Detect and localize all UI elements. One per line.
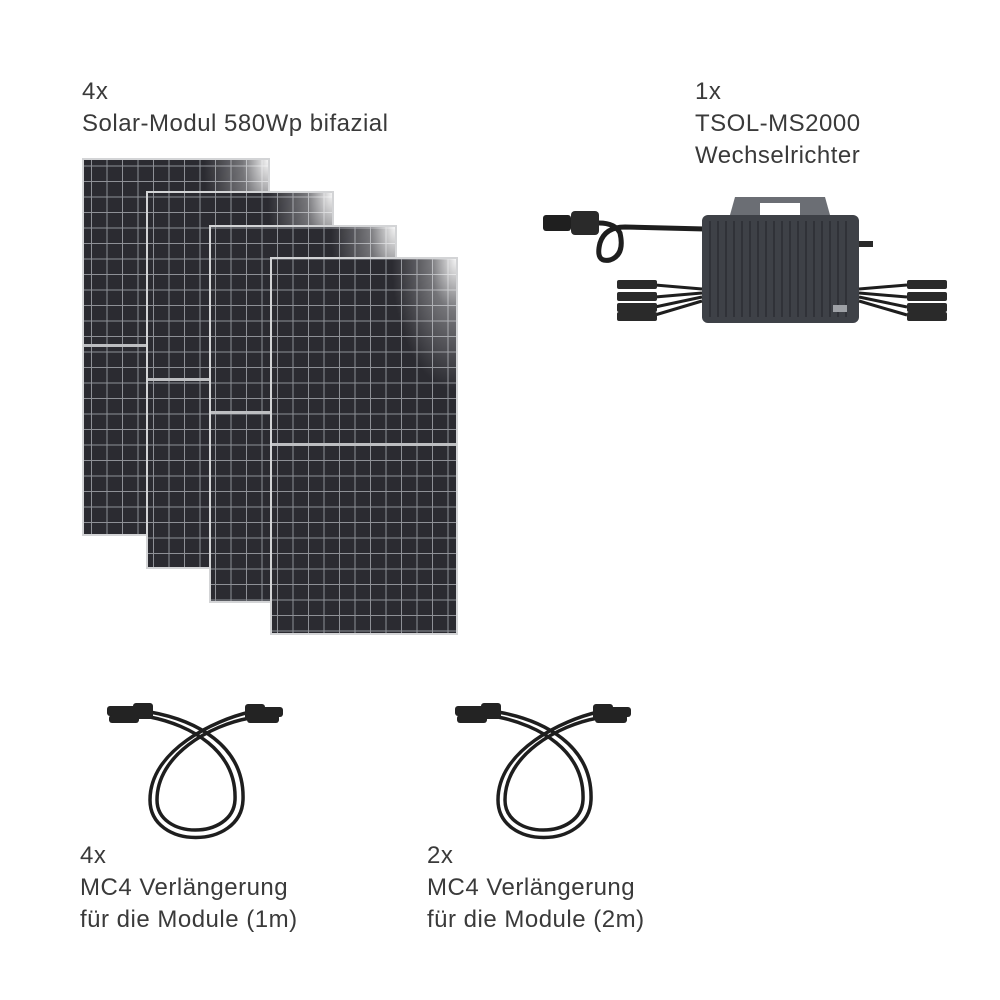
cable-1m-detail: für die Module (1m) bbox=[80, 906, 298, 933]
solar-panel-icon bbox=[82, 158, 458, 635]
cable-1m-caption: 4x MC4 Verlängerung für die Module (1m) bbox=[80, 840, 298, 936]
cable-1m-name: MC4 Verlängerung bbox=[80, 874, 289, 901]
solar-panels-image bbox=[60, 150, 480, 650]
panels-caption: 4x Solar-Modul 580Wp bifazial bbox=[82, 76, 388, 140]
inverter-icon bbox=[543, 197, 947, 323]
inverter-type: Wechselrichter bbox=[695, 142, 861, 169]
cable-2m-image bbox=[443, 690, 638, 850]
cable-2m-quantity: 2x bbox=[427, 842, 454, 869]
cable-1m-quantity: 4x bbox=[80, 842, 107, 869]
cable-2m-caption: 2x MC4 Verlängerung für die Module (2m) bbox=[427, 840, 645, 936]
cable-2m-detail: für die Module (2m) bbox=[427, 906, 645, 933]
cable-icon bbox=[107, 703, 283, 840]
inverter-model: TSOL-MS2000 bbox=[695, 110, 861, 137]
cable-2m-name: MC4 Verlängerung bbox=[427, 874, 636, 901]
cable-1m-image bbox=[95, 690, 290, 850]
cable-icon bbox=[455, 703, 631, 840]
inverter-quantity: 1x bbox=[695, 78, 722, 105]
panels-name: Solar-Modul 580Wp bifazial bbox=[82, 110, 389, 137]
solar-panel-4 bbox=[270, 257, 458, 635]
inverter-image bbox=[535, 185, 960, 330]
panels-quantity: 4x bbox=[82, 78, 109, 105]
inverter-caption: 1x TSOL-MS2000 Wechselrichter bbox=[695, 76, 861, 172]
